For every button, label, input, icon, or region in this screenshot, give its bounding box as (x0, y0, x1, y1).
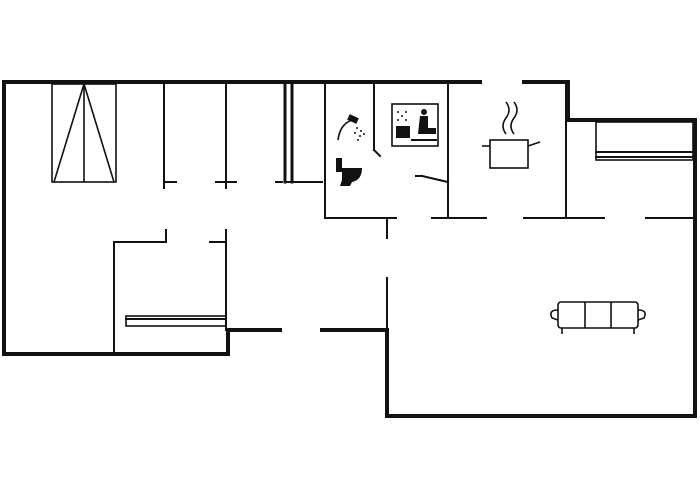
sofa-icon (550, 301, 646, 334)
wardrobe (51, 83, 117, 183)
stove-pot-icon (482, 101, 541, 169)
bed-shelf (125, 315, 227, 327)
toilet-icon (336, 158, 362, 186)
sauna-icon (391, 103, 439, 147)
shower-icon (337, 114, 365, 141)
outer-walls (2, 80, 697, 418)
interior-walls (113, 82, 696, 355)
counter-shelf (595, 121, 694, 161)
